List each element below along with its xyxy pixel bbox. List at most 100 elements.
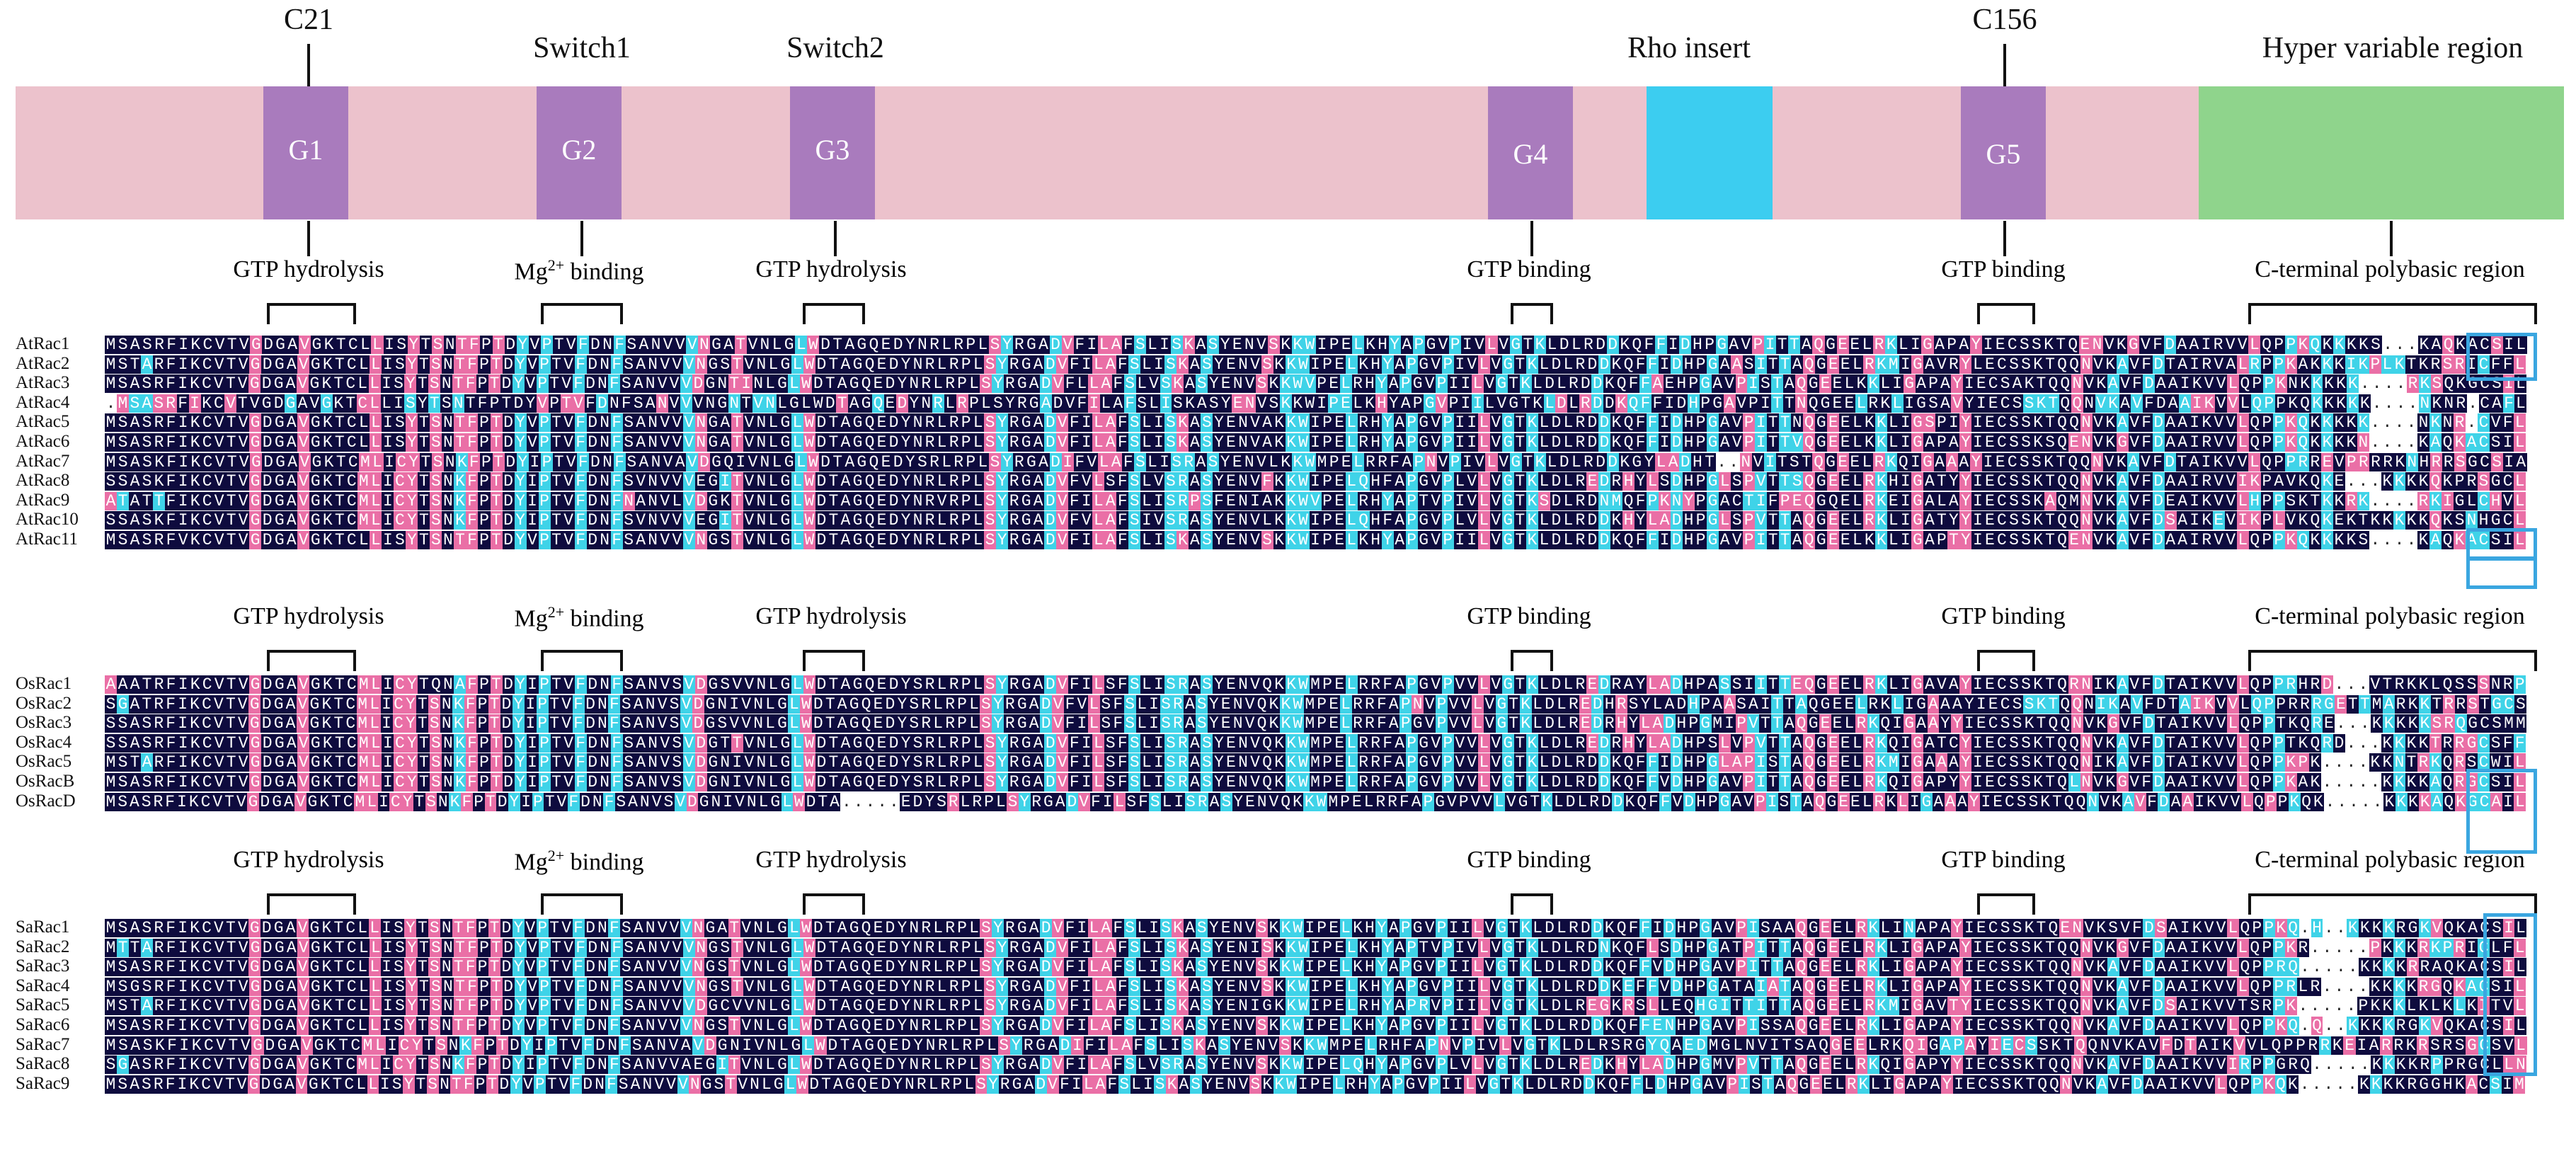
sequence-name-atrac3: AtRac3 [16,373,70,393]
g3-label: G3 [815,134,850,166]
caax-highlight-box [2466,333,2537,381]
g3-box: G3 [790,86,875,219]
tick-hvr-annot [2390,221,2393,256]
sequence-name-osrac4: OsRac4 [16,732,72,752]
motif-bracket-2-4 [1977,893,2035,915]
g4-label: G4 [1513,138,1548,170]
g2-label: G2 [561,134,597,166]
motif-label-1-4: GTP binding [1941,603,2066,629]
sequence-name-sarac8: SaRac8 [16,1054,70,1074]
motif-bracket-2-5 [2248,893,2537,915]
sequence-name-osrac1: OsRac1 [16,674,72,693]
motif-bracket-0-0 [267,303,356,324]
g1-box: G1 [263,86,348,219]
motif-bracket-0-1 [541,303,623,324]
label-switch2: Switch2 [786,32,884,64]
sequence-name-sarac6: SaRac6 [16,1015,70,1034]
sequence-name-atrac9: AtRac9 [16,490,70,510]
motif-label-0-5: C-terminal polybasic region [2255,256,2525,282]
sequence-name-atrac8: AtRac8 [16,471,70,491]
sequence-name-atrac10: AtRac10 [16,510,79,530]
rho-insert-box [1647,86,1773,219]
motif-label-2-4: GTP binding [1941,847,2066,873]
sequence-name-atrac7: AtRac7 [16,451,70,471]
sequence-name-atrac2: AtRac2 [16,353,70,373]
motif-label-1-5: C-terminal polybasic region [2255,603,2525,629]
motif-bracket-1-4 [1977,650,2035,671]
caax-highlight-box [2483,913,2537,1076]
tick-g5-annot [2003,221,2006,256]
motif-bracket-2-2 [803,893,865,915]
sequence-name-sarac2: SaRac2 [16,937,70,956]
label-hypervariable-region: Hyper variable region [2262,32,2524,64]
caax-highlight-box [2466,556,2537,589]
motif-label-0-1: Mg2+ binding [514,256,644,285]
motif-bracket-1-3 [1511,650,1553,671]
sequence-name-atrac1: AtRac1 [16,334,70,353]
g2-box: G2 [537,86,622,219]
tick-g4-annot [1530,221,1533,256]
motif-label-0-3: GTP binding [1467,256,1591,282]
sequence-name-sarac3: SaRac3 [16,956,70,976]
motif-label-0-4: GTP binding [1941,256,2066,282]
motif-label-2-3: GTP binding [1467,847,1591,873]
motif-label-2-0: GTP hydrolysis [233,847,384,873]
tick-g1-annot [307,221,310,256]
motif-bracket-0-2 [803,303,865,324]
motif-label-1-1: Mg2+ binding [514,603,644,632]
tick-g2-annot [580,221,583,256]
motif-label-1-2: GTP hydrolysis [755,603,907,629]
motif-bracket-1-1 [541,650,623,671]
motif-bracket-0-5 [2248,303,2537,324]
sequence-name-sarac5: SaRac5 [16,995,70,1015]
motif-bracket-1-5 [2248,650,2537,671]
hypervariable-region-box [2199,86,2564,219]
sequence-name-osracd: OsRacD [16,791,76,811]
motif-bracket-2-3 [1511,893,1553,915]
motif-bracket-2-0 [267,893,356,915]
sequence-name-sarac1: SaRac1 [16,917,70,937]
sequence-name-sarac9: SaRac9 [16,1073,70,1093]
motif-bracket-2-1 [541,893,623,915]
motif-label-1-3: GTP binding [1467,603,1591,629]
motif-bracket-1-2 [803,650,865,671]
tick-c156 [2003,44,2006,86]
sequence-name-atrac5: AtRac5 [16,412,70,432]
sequence-name-sarac4: SaRac4 [16,976,70,995]
label-c21: C21 [283,4,334,36]
sequence-name-osrac3: OsRac3 [16,713,72,733]
motif-bracket-0-4 [1977,303,2035,324]
label-c156: C156 [1972,4,2037,36]
g1-label: G1 [288,134,324,166]
motif-bracket-0-3 [1511,303,1553,324]
label-rho-insert: Rho insert [1627,32,1751,64]
domain-bar: G1 G2 G3 G4 G5 [16,86,2564,219]
tick-g3-annot [834,221,837,256]
tick-c21 [307,44,310,86]
sequence-name-osrac2: OsRac2 [16,693,72,713]
sequence-name-atrac11: AtRac11 [16,530,78,549]
sequence-name-sarac7: SaRac7 [16,1034,70,1054]
g5-box: G5 [1961,86,2046,219]
